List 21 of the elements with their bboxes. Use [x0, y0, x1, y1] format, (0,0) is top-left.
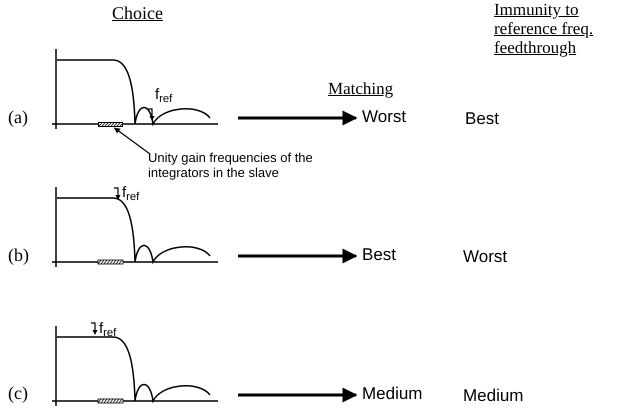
row-label: (b): [8, 244, 29, 267]
row-label: (a): [8, 106, 28, 129]
rating-text: Worst: [463, 246, 508, 268]
rating-text: Medium: [463, 385, 524, 407]
leader-line: [114, 128, 150, 154]
arrow: [238, 388, 358, 402]
arrow: [238, 110, 358, 126]
arrow: [238, 248, 358, 264]
frequency-label: f$_{ref}$: [155, 85, 172, 106]
column-heading: Choice: [112, 2, 163, 25]
rating-text: Best: [362, 244, 396, 266]
frequency-label: f$_{ref}$: [99, 319, 116, 340]
row-label: (c): [8, 382, 28, 405]
annotation-text: Unity gain frequencies of the integrators in the slave: [148, 150, 314, 180]
rating-text: Best: [465, 108, 500, 130]
frequency-label: f$_{ref}$: [122, 183, 140, 204]
rating-text: Worst: [362, 106, 406, 128]
column-heading: Immunity to reference freq. feedthrough: [494, 0, 594, 57]
column-heading: Matching: [328, 78, 394, 100]
rating-text: Medium: [362, 383, 422, 405]
hatched-bar: [98, 122, 123, 127]
